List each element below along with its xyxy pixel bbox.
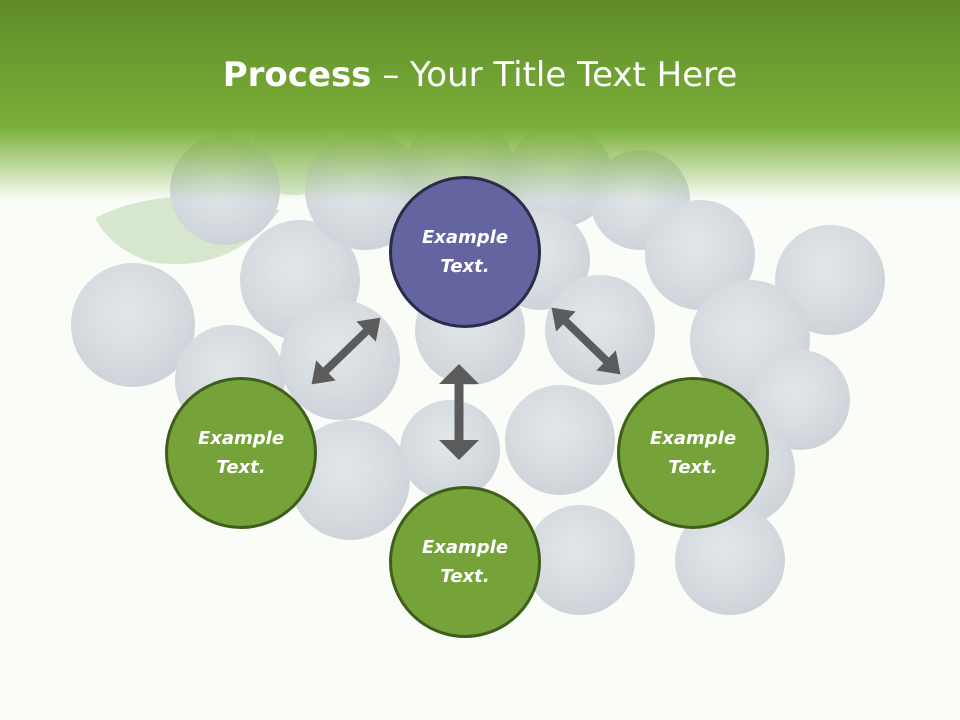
process-node-top[interactable]: Example Text. (389, 176, 541, 328)
title-bold: Process (222, 55, 372, 95)
node-top-text: Example Text. (421, 227, 509, 277)
node-bottom-text: Example Text. (421, 537, 509, 587)
node-left-text: Example Text. (197, 428, 285, 478)
node-right-text: Example Text. (649, 428, 737, 478)
title-rest: – Your Title Text Here (371, 55, 738, 95)
process-node-right[interactable]: Example Text. (617, 377, 769, 529)
title-bar: Process – Your Title Text Here (0, 0, 960, 200)
double-arrow-right (551, 307, 621, 375)
double-arrow-down (439, 364, 479, 460)
slide-title: Process – Your Title Text Here (0, 52, 960, 98)
process-node-bottom[interactable]: Example Text. (389, 486, 541, 638)
process-node-left[interactable]: Example Text. (165, 377, 317, 529)
double-arrow-left (311, 317, 381, 385)
